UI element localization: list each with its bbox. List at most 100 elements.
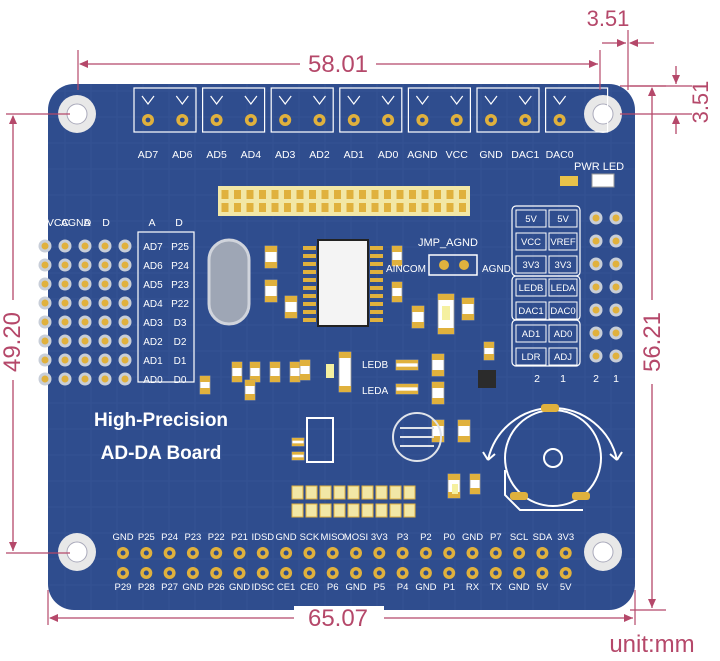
gpio-drill [167, 570, 173, 576]
jumper-pad [592, 352, 600, 360]
jumper-label-box [515, 278, 547, 297]
jumper-left-label: AINCOM [386, 264, 426, 275]
header-pin [396, 203, 404, 212]
top-header-label: AD4 [241, 149, 262, 161]
smd-pad [432, 436, 444, 442]
chip-pin [303, 286, 316, 290]
smd-pad [270, 362, 280, 368]
smd-pad [438, 328, 454, 334]
mounting-hole-top-left [58, 95, 96, 133]
terminal-block [407, 87, 471, 133]
resistor-pad [361, 503, 374, 518]
gpio-drill [400, 550, 406, 556]
smd-pad [200, 388, 210, 394]
gpio-drill [306, 550, 312, 556]
led-body [452, 484, 458, 494]
smd-pad [458, 436, 470, 442]
smd-pad [432, 382, 444, 388]
jumper-group-box [511, 319, 581, 367]
terminal-mark [553, 95, 567, 105]
terminal-block [544, 87, 609, 133]
terminal-mark [244, 95, 258, 105]
smd-pad [339, 352, 351, 358]
chip-pin [303, 246, 316, 250]
gpio-drill [493, 570, 499, 576]
smd-pad [300, 360, 310, 366]
smd-pad [290, 362, 300, 368]
header-pad [61, 242, 69, 250]
gpio-bottom-label: IDSC [251, 582, 274, 593]
terminal-drill [351, 117, 357, 123]
gpio-drill [330, 570, 336, 576]
left-row-label-d: P23 [171, 280, 189, 291]
adc-chip [317, 239, 369, 327]
left-row-label-a: AD3 [143, 318, 163, 329]
smd-pad [412, 322, 424, 328]
board-title-line1: High-Precision [94, 410, 228, 431]
gpio-drill [516, 550, 522, 556]
dim-bottom-width: 65.07 [308, 605, 368, 632]
left-header-column-label: VCC [47, 217, 70, 229]
jumper-label-left: LDR [521, 352, 540, 363]
gpio-top-label: P23 [184, 532, 201, 543]
terminal-drill [522, 117, 528, 123]
dim-top-width: 58.01 [308, 51, 368, 78]
header-pin [259, 203, 266, 212]
jumper-label-right: VREF [550, 237, 576, 248]
center-header-strip [218, 186, 470, 216]
resistor-pad [403, 485, 416, 500]
header-pin [334, 203, 341, 212]
terminal-mark [347, 95, 361, 105]
header-pad [121, 299, 129, 307]
top-header-label: AD1 [344, 149, 365, 161]
jumper-label-right: AD0 [554, 329, 572, 340]
resistor-pad [333, 503, 346, 518]
header-pad [101, 242, 109, 250]
jumper-label-box [515, 209, 547, 228]
smd-pad [462, 298, 474, 304]
left-label-box [137, 231, 195, 383]
terminal-mark [278, 95, 292, 105]
smd-pad [290, 376, 300, 382]
header-pin [284, 190, 291, 199]
header-pin [296, 203, 304, 212]
jumper-pad [592, 329, 600, 337]
gpio-top-label: SCK [300, 532, 320, 543]
transistor [478, 370, 496, 388]
gpio-top-label: P3 [397, 532, 409, 543]
smd-pad [462, 314, 474, 320]
header-pad [61, 299, 69, 307]
left-row-label-a: AD7 [143, 242, 163, 253]
smd-pad [458, 420, 470, 426]
jumper-label-right: 3V3 [555, 260, 572, 271]
gpio-top-label: GND [112, 532, 133, 543]
gpio-drill [167, 550, 173, 556]
mounting-hole-bottom-right [584, 533, 622, 571]
header-pad [81, 299, 89, 307]
header-pad [101, 318, 109, 326]
header-pin [321, 203, 329, 212]
gpio-bottom-label: CE0 [300, 582, 318, 593]
jumper-label-right: ADJ [554, 352, 572, 363]
jumper-column-number: 2 [593, 373, 599, 385]
smd-pad [285, 312, 297, 318]
jumper-label-box [515, 324, 547, 343]
crystal-oscillator [207, 238, 251, 326]
left-header-column-label: D [175, 217, 183, 229]
left-row-label-d: P25 [171, 242, 189, 253]
terminal-block [133, 87, 197, 133]
top-header-label: DAC1 [511, 149, 539, 161]
terminal-drill [317, 117, 322, 123]
header-pin [284, 203, 291, 212]
left-header-column-label: A [148, 217, 155, 229]
smd-pad [438, 294, 454, 300]
gpio-drill [470, 550, 475, 556]
jumper-label-box [515, 301, 547, 320]
smd-pad [412, 306, 424, 312]
terminal-mark [484, 95, 498, 105]
jumper-label-left: VCC [521, 237, 541, 248]
jumper-label-box [548, 301, 578, 320]
header-pad [61, 280, 69, 288]
header-pad [81, 337, 89, 345]
